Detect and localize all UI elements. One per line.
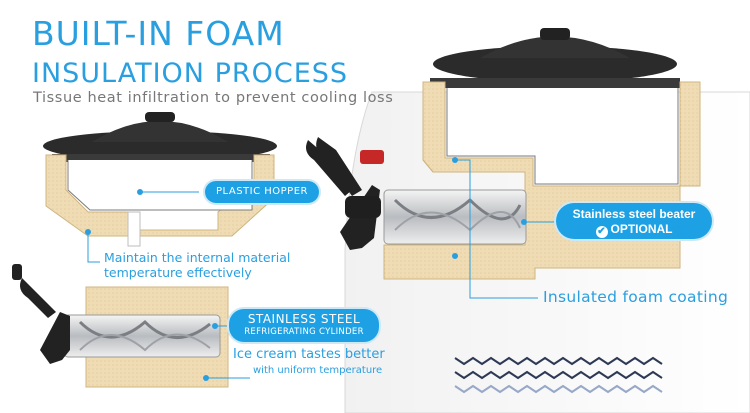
beater-label: Stainless steel beater ✔OPTIONAL <box>556 203 712 239</box>
auger-icon <box>63 314 221 358</box>
optional-text: OPTIONAL <box>610 222 673 236</box>
page-title: BUILT-IN FOAM <box>32 14 285 53</box>
checkmark-icon: ✔ <box>595 226 608 238</box>
hopper-lid-icon <box>43 112 277 162</box>
beater-label-line1: Stainless steel beater <box>572 207 696 221</box>
dispenser-handle-icon <box>316 137 381 250</box>
page-subtitle: Tissue heat infiltration to prevent cool… <box>33 90 394 106</box>
maintain-caption-line1: Maintain the internal material <box>104 250 291 265</box>
page-title-line2: INSULATION PROCESS <box>32 58 349 89</box>
beater-label-line2: ✔OPTIONAL <box>556 221 712 238</box>
dispenser-handle-icon <box>12 264 70 364</box>
foam-caption: Insulated foam coating <box>543 288 729 306</box>
auger-icon <box>383 189 527 245</box>
hopper-lid-icon <box>430 28 680 88</box>
cylinder-label-line2: REFRIGERATING CYLINDER <box>244 327 364 337</box>
callout-lines <box>87 159 556 379</box>
maintain-caption-line2: temperature effectively <box>104 265 252 280</box>
callout-dots <box>85 157 527 381</box>
dispenser-handle-icon <box>306 140 352 196</box>
taste-caption-line2: with uniform temperature <box>253 365 383 376</box>
cylinder-label: STAINLESS STEEL REFRIGERATING CYLINDER <box>229 309 379 342</box>
cylinder-label-line1: STAINLESS STEEL <box>247 312 361 326</box>
plastic-hopper-label: PLASTIC HOPPER <box>205 181 319 203</box>
taste-caption-line1: Ice cream tastes better <box>233 347 385 362</box>
vent-pattern <box>454 356 663 394</box>
